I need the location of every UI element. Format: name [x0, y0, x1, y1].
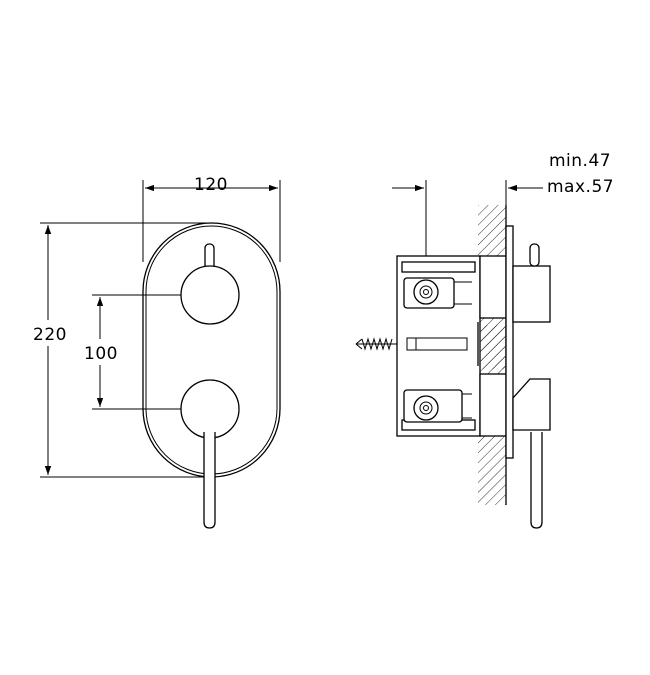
depth-min-label: min.47 [549, 151, 611, 171]
height-dimension: 220 [28, 222, 212, 478]
spacing-dimension: 100 [76, 294, 210, 410]
cover-plate-side [505, 225, 514, 459]
front-view: 120 220 100 [28, 175, 281, 529]
upper-valve [413, 279, 439, 305]
height-label: 220 [33, 325, 67, 345]
upper-knob-side [512, 243, 551, 323]
concealed-body [396, 255, 507, 437]
width-dimension: 120 [142, 175, 281, 262]
side-view: min.47 max.57 [355, 151, 614, 529]
lower-knob-side [512, 378, 551, 529]
mounting-screw [355, 337, 397, 351]
lower-valve [413, 395, 439, 421]
upper-handle [180, 243, 240, 325]
width-label: 120 [194, 175, 228, 195]
spacing-label: 100 [84, 344, 118, 364]
depth-max-label: max.57 [547, 177, 614, 197]
lower-handle [180, 379, 240, 529]
depth-dimension: min.47 max.57 [392, 151, 614, 296]
